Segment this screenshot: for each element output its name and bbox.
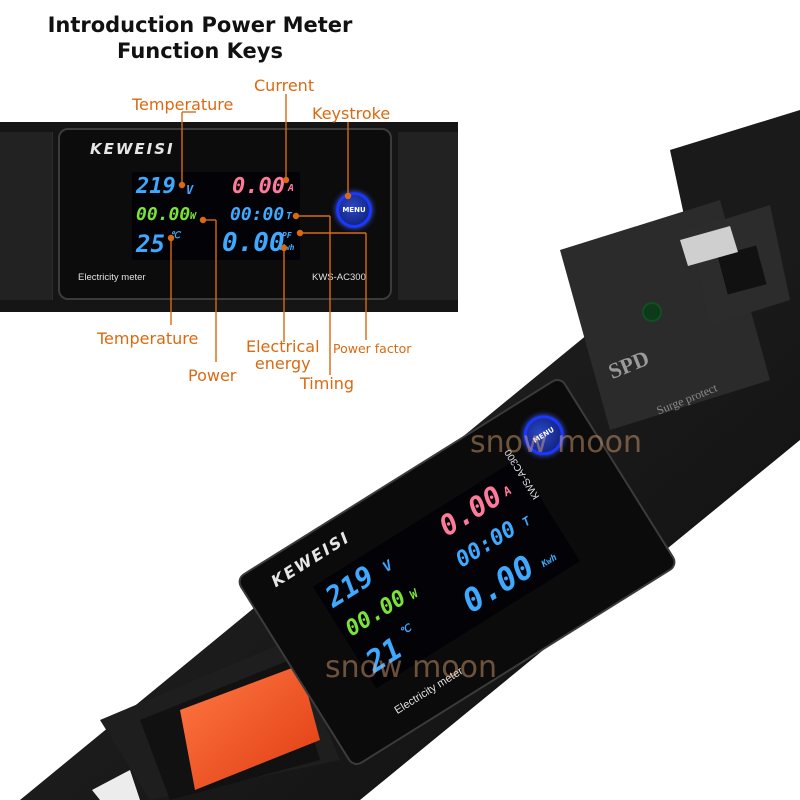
callout-temperature-bottom: Temperature — [97, 329, 199, 348]
callout-temperature-top: Temperature — [132, 95, 234, 114]
device-voltage-unit: V — [380, 557, 396, 576]
callout-timing: Timing — [300, 374, 355, 393]
device-timing-unit: T — [519, 513, 534, 530]
lcd-energy-unit: Kwh — [280, 243, 295, 252]
meter-model: KWS-AC300 — [312, 272, 366, 283]
title-line-1: Introduction Power Meter — [47, 13, 353, 37]
lcd-current-unit: A — [288, 183, 295, 194]
lcd-current: 0.00 — [232, 174, 285, 199]
meter-caption: Electricity meter — [78, 272, 146, 283]
device-temperature-unit: ℃ — [398, 622, 414, 639]
lcd-timing-unit: T — [286, 211, 293, 222]
lcd-temperature: 25 — [136, 230, 165, 258]
menu-button[interactable]: MENU — [336, 192, 372, 228]
strip-end-cap-left — [0, 132, 53, 300]
callout-power-factor: Power factor — [333, 341, 412, 356]
lcd-power-unit: W — [190, 211, 197, 222]
lcd-voltage: 219 — [136, 174, 176, 199]
device-power-unit: W — [407, 586, 421, 603]
callout-power: Power — [188, 366, 237, 385]
lcd-pf-unit: PF — [282, 231, 292, 240]
device-current-unit: A — [500, 483, 515, 499]
strip-end-cap-right — [398, 132, 458, 300]
lcd-temperature-unit: ℃ — [170, 231, 181, 241]
watermark-2: snow moon — [325, 650, 498, 685]
lcd-voltage-unit: V — [186, 183, 194, 197]
meter-brand: KEWEISI — [90, 140, 175, 158]
callout-electrical-energy: Electrical energy — [246, 337, 320, 373]
watermark-1: snow moon — [470, 425, 643, 460]
lcd-timing: 00:00 — [230, 204, 285, 225]
lcd-energy: 0.00 — [222, 228, 285, 258]
callout-current: Current — [254, 76, 315, 95]
title-line-2: Function Keys — [117, 39, 283, 63]
lcd-power: 00.00 — [136, 204, 191, 225]
device-energy-unit: Kwh — [539, 552, 560, 570]
callout-keystroke: Keystroke — [312, 104, 391, 123]
